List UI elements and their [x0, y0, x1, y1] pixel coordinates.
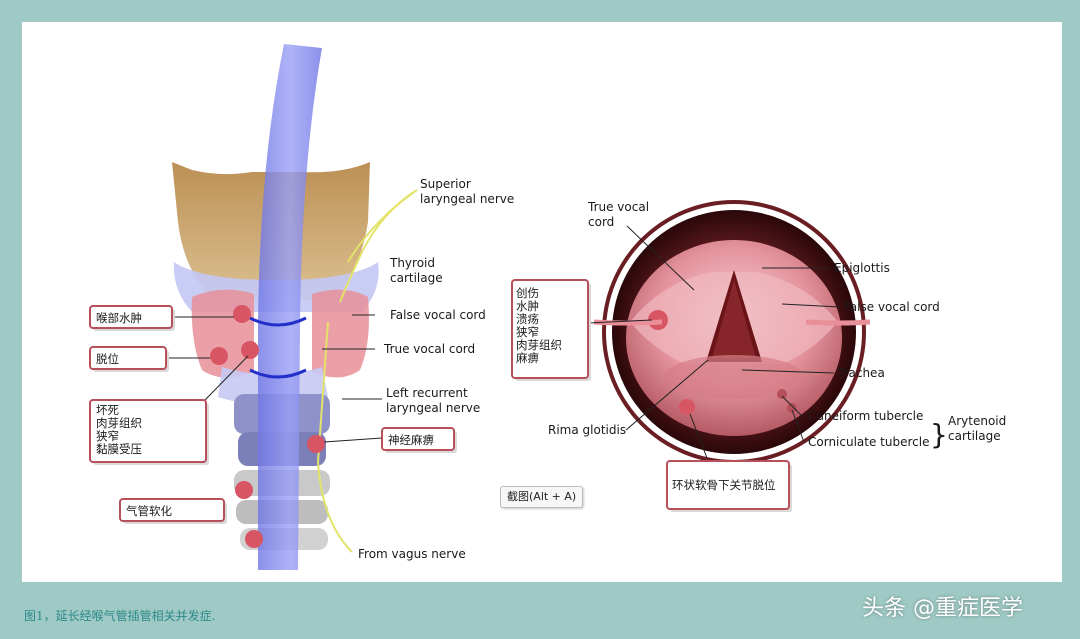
box-injury-line-3: 溃疡: [516, 312, 539, 326]
arytenoid-region: [664, 355, 804, 399]
label-false-cord-right: False vocal cord: [844, 300, 940, 314]
lesion-dots: [210, 305, 325, 548]
box-nerve-paralysis: 神经麻痹: [381, 427, 457, 453]
label-corniculate: Corniculate tubercle: [808, 435, 929, 449]
rima-glottidis-inner: [712, 280, 756, 358]
box-injury: 创伤 水肿 溃疡 狭窄 肉芽组织 麻痹: [511, 279, 591, 381]
larynx-diagram: 喉部水肿 脱位 坏死 肉芽组织 狭窄 黏膜受压 神经麻痹: [89, 44, 1006, 570]
label-recurrent-2: laryngeal nerve: [386, 401, 480, 415]
left-leader-lines: [167, 314, 383, 443]
endotracheal-tube: [258, 44, 322, 570]
label-thyroid-1: Thyroid: [389, 256, 435, 270]
tube-cuff-lower: [249, 368, 307, 379]
label-vagus: From vagus nerve: [358, 547, 466, 561]
glottis-superior-view: [593, 200, 871, 464]
box-necrosis-line-4: 黏膜受压: [96, 442, 142, 456]
figure-panel: 喉部水肿 脱位 坏死 肉芽组织 狭窄 黏膜受压 神经麻痹: [22, 22, 1062, 582]
box-injury-line-1: 创伤: [516, 286, 539, 300]
label-superior-nerve-2: laryngeal nerve: [420, 192, 514, 206]
watermark: 头条 @重症医学: [862, 596, 1023, 621]
box-necrosis: 坏死 肉芽组织 狭窄 黏膜受压: [89, 399, 209, 465]
label-arytenoid-2: cartilage: [948, 429, 1001, 443]
false-cord-mucosa-left: [191, 289, 254, 378]
screenshot-tooltip: 截图(Alt + A): [500, 486, 584, 508]
box-dislocation-text: 脱位: [96, 352, 119, 366]
recurrent-laryngeal-nerve: [316, 321, 353, 553]
box-tracheomalacia-text: 气管软化: [126, 504, 172, 518]
arytenoid-brace: }: [930, 418, 948, 451]
box-injury-line-5: 肉芽组织: [516, 338, 562, 352]
right-leader-lines: [587, 225, 841, 459]
box-injury-line-4: 狭窄: [516, 325, 539, 339]
lesion-dot-right-lower: [679, 399, 695, 415]
box-necrosis-line-2: 肉芽组织: [96, 416, 142, 430]
label-rima: Rima glotidis: [548, 423, 626, 437]
label-thyroid-2: cartilage: [390, 271, 443, 285]
label-arytenoid-1: Arytenoid: [948, 414, 1006, 428]
larynx-anterior-view: [172, 44, 418, 570]
cord-strap-right: [805, 319, 871, 326]
box-necrosis-line-1: 坏死: [96, 403, 119, 417]
tube-cuff-upper: [249, 316, 307, 327]
box-cricoarytenoid: 环状软骨下关节脱位: [666, 460, 792, 512]
box-edema: 喉部水肿: [89, 305, 175, 331]
label-true-cord-right-2: cord: [588, 215, 614, 229]
label-epiglottis: Epiglottis: [834, 261, 890, 275]
box-cricoarytenoid-text: 环状软骨下关节脱位: [672, 478, 776, 492]
box-injury-line-2: 水肿: [516, 299, 539, 313]
label-false-cord: False vocal cord: [390, 308, 486, 322]
figure-caption: 图1，延长经喉气管插管相关并发症.: [24, 609, 216, 623]
corniculate-tubercle: [787, 403, 797, 413]
box-tracheomalacia: 气管软化: [119, 498, 227, 524]
label-true-cord: True vocal cord: [383, 342, 475, 356]
superior-laryngeal-nerve-branch: [347, 191, 415, 263]
label-superior-nerve-1: Superior: [420, 177, 471, 191]
label-recurrent-1: Left recurrent: [386, 386, 468, 400]
label-trachea: Trachea: [837, 366, 885, 380]
label-true-cord-right-1: True vocal: [587, 200, 649, 214]
box-nerve-paralysis-text: 神经麻痹: [388, 433, 434, 447]
box-necrosis-line-3: 狭窄: [96, 429, 119, 443]
false-cord-mucosa-right: [312, 289, 369, 378]
box-injury-line-6: 麻痹: [516, 351, 539, 365]
box-edema-text: 喉部水肿: [96, 311, 142, 325]
box-dislocation: 脱位: [89, 346, 169, 372]
label-cuneiform: Cuneiform tubercle: [808, 409, 923, 423]
cuneiform-tubercle: [777, 389, 787, 399]
